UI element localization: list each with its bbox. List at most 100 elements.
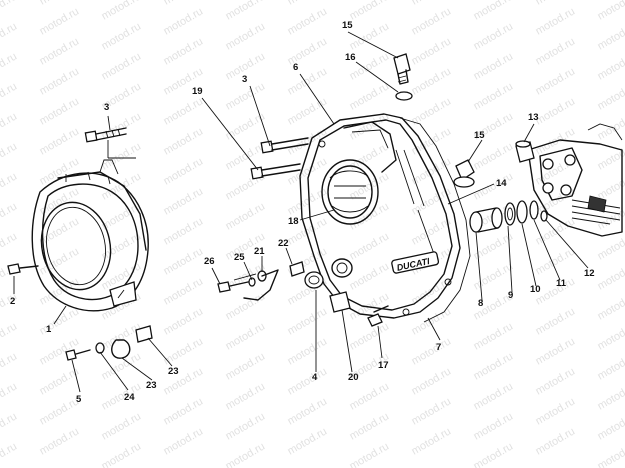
watermark-text: motod.ru — [0, 80, 19, 112]
watermark-text: motod.ru — [100, 410, 144, 442]
watermark-text: motod.ru — [410, 335, 454, 367]
watermark-text: motod.ru — [224, 20, 268, 52]
watermark-text: motod.ru — [472, 50, 516, 82]
callout-26: 26 — [204, 256, 215, 267]
callout-15: 15 — [474, 130, 485, 141]
watermark-text: motod.ru — [224, 410, 268, 442]
watermark-text: motod.ru — [162, 125, 206, 157]
callout-23-lower: 23 — [168, 366, 179, 377]
leader-lines — [13, 31, 589, 393]
watermark-text: motod.ru — [348, 410, 392, 442]
left-small-parts — [217, 261, 305, 301]
watermark-text: motod.ru — [596, 0, 625, 23]
watermark-text: motod.ru — [224, 290, 268, 322]
watermark-text: motod.ru — [348, 140, 392, 172]
watermark-text: motod.ru — [38, 215, 82, 247]
callout-4: 4 — [312, 372, 318, 383]
watermark-text: motod.ru — [286, 305, 330, 337]
watermark-text: motod.ru — [348, 320, 392, 352]
watermark-text: motod.ru — [410, 5, 454, 37]
callout-22: 21 — [254, 246, 265, 257]
watermark-text: motod.ru — [0, 410, 19, 442]
watermark-text: motod.ru — [472, 20, 516, 52]
watermark-text: motod.ru — [534, 95, 578, 127]
watermark-text: motod.ru — [0, 200, 19, 232]
callout-21: 20 — [348, 372, 359, 383]
watermark-text: motod.ru — [162, 95, 206, 127]
screw-19 — [367, 305, 389, 327]
watermark-text: motod.ru — [224, 440, 268, 468]
watermark-text: motod.ru — [410, 365, 454, 397]
callout-24: 23 — [146, 380, 157, 391]
watermark-text: motod.ru — [596, 170, 625, 202]
filler-cap-15 — [453, 159, 475, 188]
watermark-text: motod.ru — [472, 170, 516, 202]
watermark-text: motod.ru — [410, 185, 454, 217]
callout-25-upper: 25 — [234, 252, 245, 263]
watermark-text: motod.ru — [472, 140, 516, 172]
watermark-text: motod.ru — [38, 5, 82, 37]
watermark-text: motod.ru — [38, 125, 82, 157]
watermark-text: motod.ru — [410, 65, 454, 97]
watermark-text: motod.ru — [162, 395, 206, 427]
watermark-text: motod.ru — [162, 185, 206, 217]
callout-25-lower: 24 — [124, 392, 135, 403]
callout-23-upper: 22 — [278, 238, 289, 249]
watermark-text: motod.ru — [38, 395, 82, 427]
callout-20: 19 — [192, 86, 203, 97]
watermark-text: motod.ru — [100, 20, 144, 52]
watermark-text: motod.ru — [534, 65, 578, 97]
callout-6: 6 — [293, 62, 298, 73]
watermark-text: motod.ru — [0, 20, 19, 52]
crankcase-section — [527, 123, 623, 237]
watermark-text: motod.ru — [596, 80, 625, 112]
callout-10: 10 — [530, 284, 541, 295]
watermark-text: motod.ru — [596, 440, 625, 468]
watermark-text: motod.ru — [0, 50, 19, 82]
callout-1: 1 — [46, 324, 52, 335]
watermark-text: motod.ru — [410, 425, 454, 457]
callout-13: 13 — [528, 112, 539, 123]
watermark-text: motod.ru — [410, 125, 454, 157]
watermark-text: motod.ru — [596, 410, 625, 442]
watermark-text: motod.ru — [286, 95, 330, 127]
watermark-text: motod.ru — [534, 365, 578, 397]
callout-8: 8 — [478, 298, 483, 309]
callout-14: 14 — [496, 178, 507, 189]
callout-3-left: 3 — [104, 102, 109, 113]
watermark-text: motod.ru — [100, 350, 144, 382]
watermark-text: motod.ru — [348, 260, 392, 292]
watermark-text: motod.ru — [348, 380, 392, 412]
watermark-text: motod.ru — [224, 200, 268, 232]
screw-3-left — [84, 127, 127, 143]
watermark-text: motod.ru — [596, 290, 625, 322]
watermark-text: motod.ru — [224, 380, 268, 412]
watermark-text: motod.ru — [534, 395, 578, 427]
watermark-text: motod.ru — [100, 50, 144, 82]
watermark-text: motod.ru — [472, 0, 516, 23]
callout-5: 5 — [76, 394, 82, 405]
watermark-text: motod.ru — [38, 95, 82, 127]
callout-labels: 15 16 6 3 19 3 13 15 14 18 2 1 26 25 21 … — [10, 20, 595, 405]
watermark-text: motod.ru — [410, 305, 454, 337]
watermark-text: motod.ru — [596, 260, 625, 292]
watermark-text: motod.ru — [224, 110, 268, 142]
dowel-13 — [515, 140, 535, 163]
sensor-16 — [393, 53, 413, 101]
watermark-text: motod.ru — [534, 335, 578, 367]
watermark-text: motod.ru — [472, 260, 516, 292]
watermark-text: motod.ru — [534, 5, 578, 37]
watermark-text: motod.ru — [162, 275, 206, 307]
watermark-text: motod.ru — [286, 335, 330, 367]
screw-20 — [250, 163, 301, 180]
watermark-text: motod.ru — [472, 380, 516, 412]
watermark-text: motod.ru — [0, 110, 19, 142]
watermark-text: motod.ru — [224, 80, 268, 112]
watermark-text: motod.ru — [596, 140, 625, 172]
watermark-text: motod.ru — [162, 215, 206, 247]
watermark-text: motod.ru — [348, 20, 392, 52]
watermark-text: motod.ru — [0, 140, 19, 172]
